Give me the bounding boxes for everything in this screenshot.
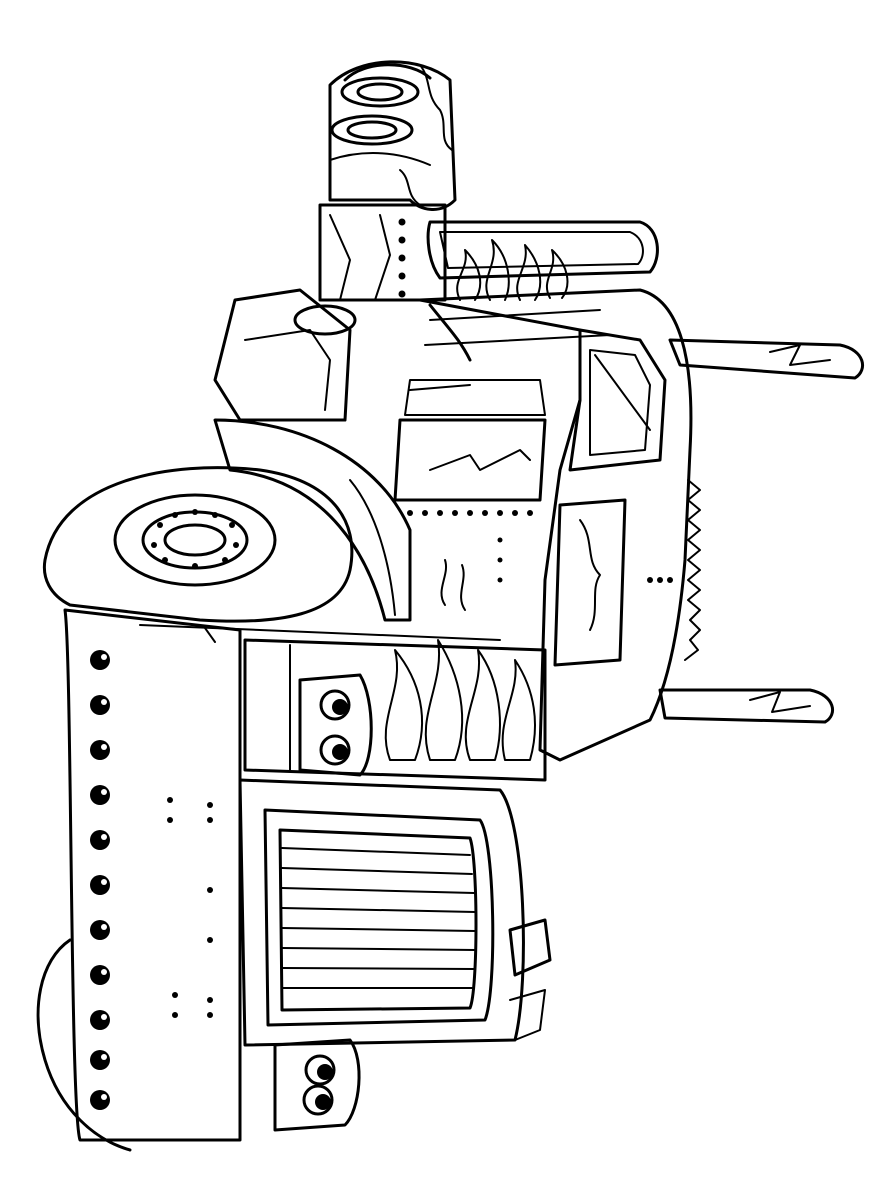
windshield	[426, 220, 659, 280]
flame-decal-icon	[384, 559, 536, 761]
mirror-icon	[658, 338, 865, 724]
rivet-row	[407, 510, 533, 516]
headlight-icon	[273, 1038, 361, 1132]
exhaust-stack-icon	[318, 60, 457, 302]
grille-icon	[238, 778, 525, 1047]
rivet-column	[398, 218, 406, 298]
front-bumper	[63, 608, 501, 1142]
headlight-icon	[298, 673, 373, 777]
wheel-icon	[42, 466, 354, 623]
flame-decal-icon	[456, 239, 569, 301]
